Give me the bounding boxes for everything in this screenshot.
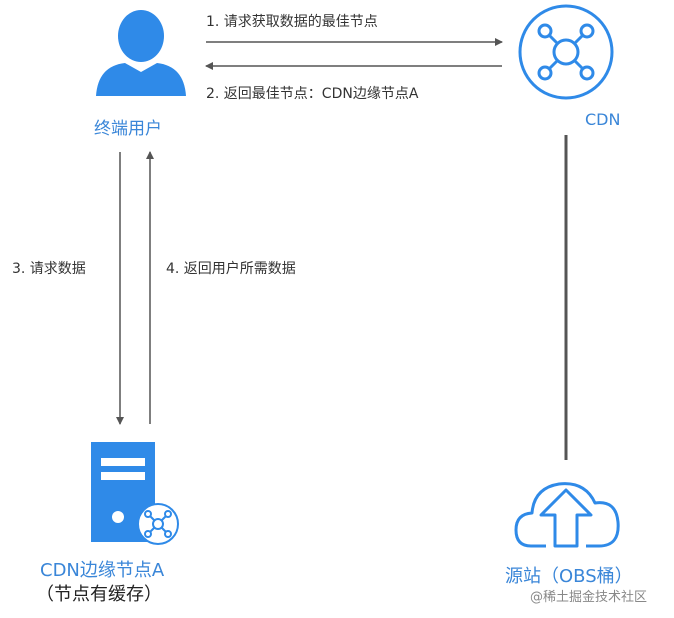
watermark: @稀土掘金技术社区 xyxy=(530,590,648,605)
cloud-upload-icon xyxy=(514,482,620,548)
user-icon xyxy=(96,10,186,96)
step-2-label: 2. 返回最佳节点：CDN边缘节点A xyxy=(206,86,419,102)
step-4-label: 4. 返回用户所需数据 xyxy=(166,261,296,277)
origin-label: 源站（OBS桶） xyxy=(505,566,633,587)
user-label: 终端用户 xyxy=(94,119,162,139)
step-3-label: 3. 请求数据 xyxy=(12,261,86,277)
cdn-label: CDN xyxy=(585,110,621,129)
network-icon xyxy=(518,4,614,100)
edge-node-cache-note: （节点有缓存） xyxy=(36,584,162,605)
server-icon xyxy=(91,442,179,545)
edge-node-label: CDN边缘节点A xyxy=(40,560,165,581)
step-1-label: 1. 请求获取数据的最佳节点 xyxy=(206,14,378,30)
